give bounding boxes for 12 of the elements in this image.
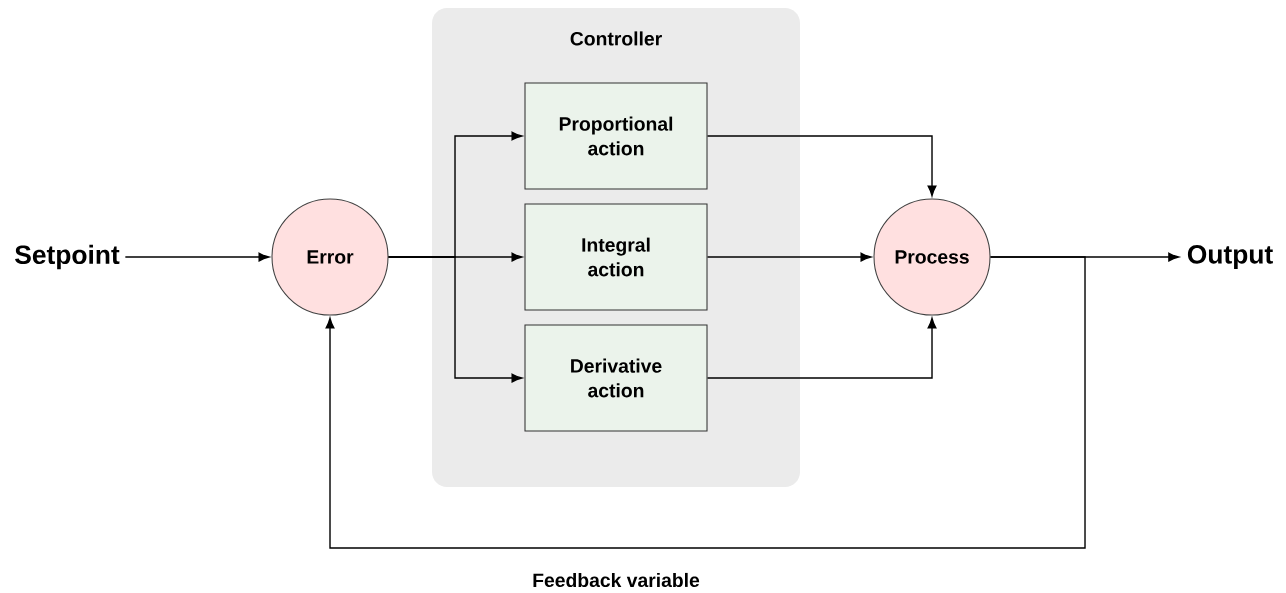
arrow [325,256,1086,549]
arrow [706,317,937,379]
action-box: Integral action [524,203,708,311]
edge-label: Feedback variable [528,569,704,591]
terminal-label: Output [1187,245,1273,269]
arrow [706,252,872,262]
arrow [706,135,937,197]
arrow [124,252,270,262]
action-box: Derivative action [524,324,708,432]
terminal-label: Setpoint [15,244,120,270]
action-box: Proportional action [524,82,708,190]
arrow [387,256,523,383]
